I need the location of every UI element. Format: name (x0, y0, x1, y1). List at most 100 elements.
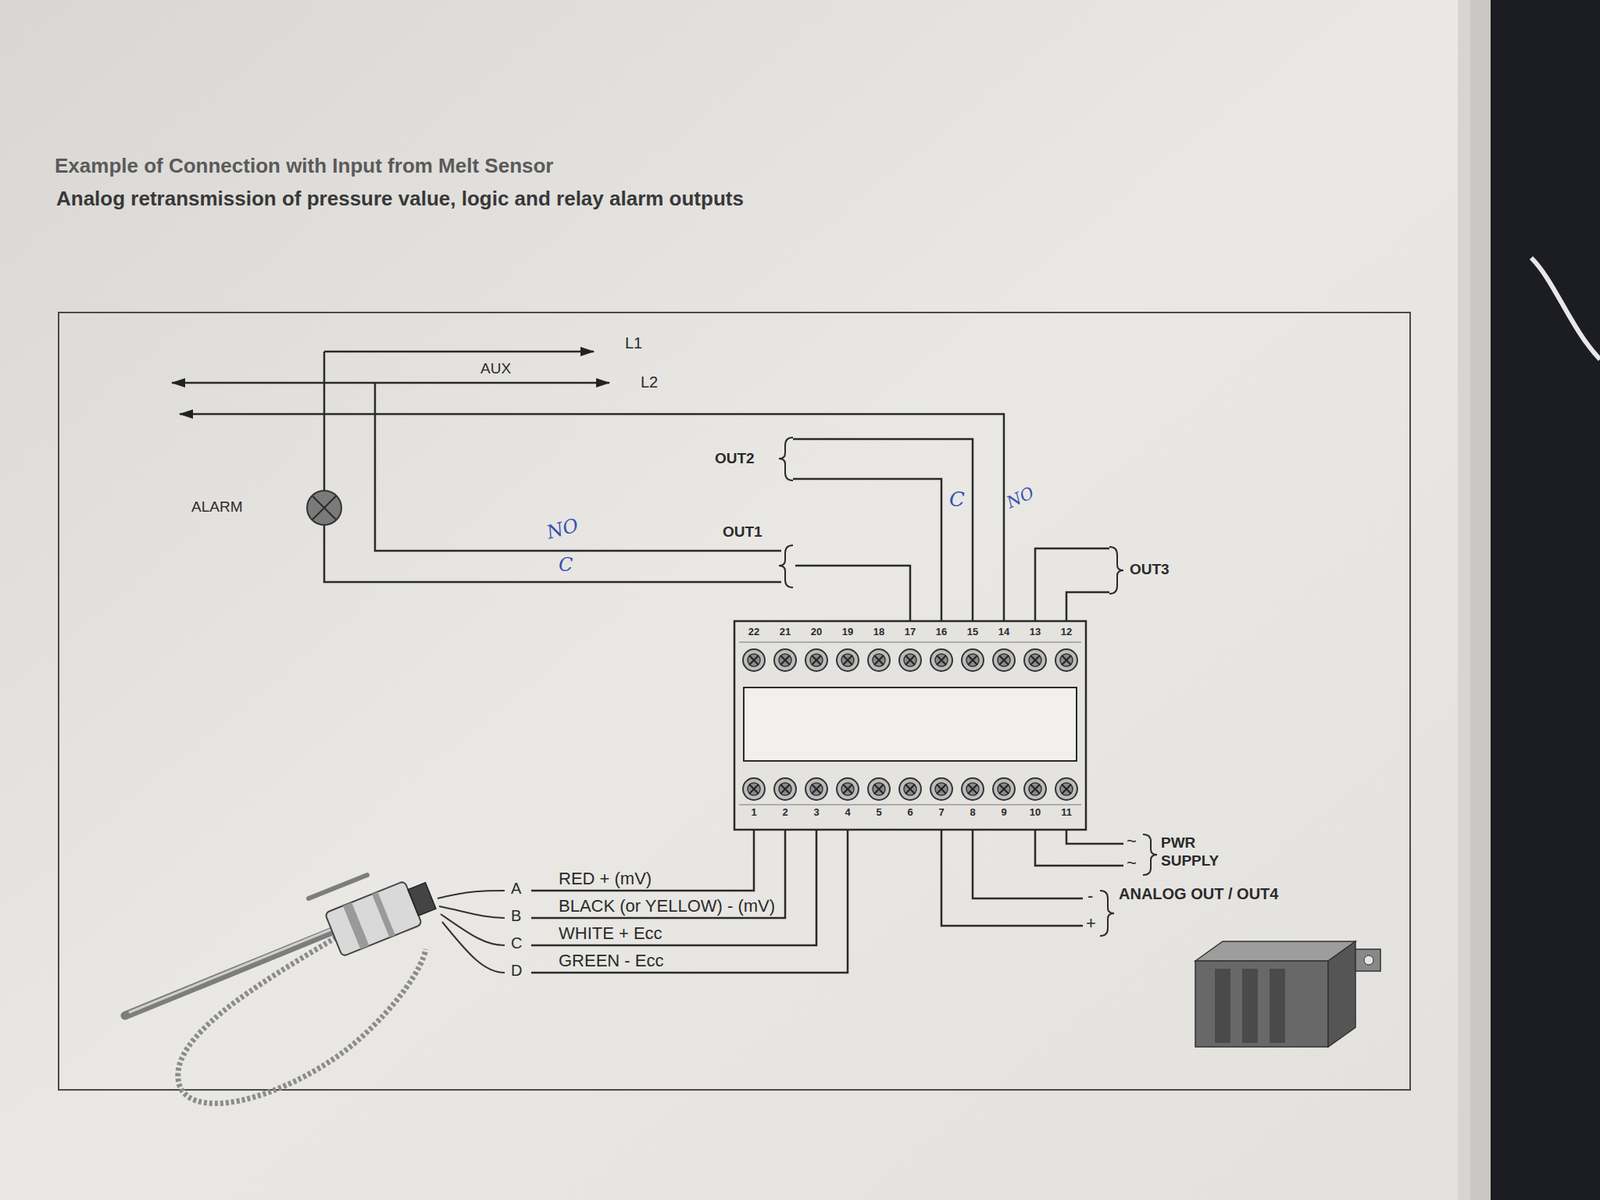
out2-wire (792, 439, 973, 622)
analog-bracket (1100, 890, 1115, 936)
terminal-number: 3 (813, 807, 819, 819)
output-name: OUT3 (1129, 560, 1170, 579)
terminal-screw (1055, 649, 1078, 672)
handwritten-note: NO (1003, 483, 1037, 513)
terminal-screw (742, 778, 765, 800)
terminal-screw (1024, 778, 1047, 800)
relay-illustration (1195, 941, 1381, 1047)
terminal-screw (899, 778, 922, 800)
terminal-number: 4 (844, 807, 850, 819)
power-wire (1066, 829, 1124, 844)
sensor-lead (440, 914, 505, 946)
terminal-screw (774, 778, 797, 800)
sensor-body (325, 874, 440, 958)
terminal-number: 13 (1029, 626, 1041, 639)
aux-load-wire (179, 414, 1004, 622)
analog-wire (941, 829, 1083, 926)
wire-color-label: WHITE + Ecc (558, 923, 663, 943)
terminal-block-window (743, 687, 1077, 761)
out1-bracket (778, 545, 793, 588)
terminal-screw (961, 778, 984, 800)
wire-letter: C (510, 934, 522, 953)
terminal-number: 12 (1060, 626, 1072, 639)
sensor-leads (437, 890, 505, 973)
out2-wire (792, 478, 942, 622)
sensor-band (342, 902, 370, 950)
sensor-connector (407, 882, 436, 916)
output-name: OUT1 (722, 523, 763, 541)
relay-mount-hole (1364, 955, 1374, 965)
terminal-row-line (739, 642, 1082, 643)
terminal-number: 11 (1060, 807, 1072, 819)
page-stack-edge (1457, 0, 1471, 1200)
wire-letter: A (510, 879, 522, 898)
terminal-number: 16 (935, 626, 947, 639)
wires (171, 351, 1124, 973)
relay-rib (1269, 968, 1286, 1043)
terminal-number: 15 (967, 626, 979, 639)
wire-letter: D (510, 961, 522, 980)
analog-output-label: ANALOG OUT / OUT4 (1118, 885, 1279, 904)
terminal-screw (805, 778, 828, 800)
title: Example of Connection with Input from Me… (54, 154, 554, 179)
terminal-screw (1024, 649, 1047, 672)
sensor-rod (125, 929, 336, 1016)
capillary-cable (178, 937, 426, 1104)
lamp-cross (312, 496, 336, 520)
lamp-symbol (307, 490, 342, 525)
terminal-number: 17 (904, 626, 916, 639)
alarm-wire (375, 382, 782, 551)
terminal-number: 22 (748, 626, 760, 639)
wire-color-label: RED + (mV) (558, 868, 652, 889)
power-wire (1035, 829, 1124, 866)
sensor-wire (531, 829, 754, 891)
sensor-wire (531, 829, 848, 973)
terminal-screw (1055, 778, 1078, 800)
cable-in-background (1531, 257, 1600, 360)
sensor-rod-highlight (128, 928, 335, 1013)
out1-wire (795, 565, 911, 622)
wire-color-label: BLACK (or YELLOW) - (mV) (558, 896, 775, 916)
terminal-screw (805, 649, 828, 672)
terminal-number: 21 (779, 626, 791, 639)
terminal-screw (930, 778, 953, 800)
power-bracket (1142, 834, 1158, 875)
alarm-wire (323, 351, 326, 491)
terminal-number: 20 (810, 626, 822, 639)
terminal-screw (867, 649, 890, 672)
relay-rib (1214, 968, 1231, 1043)
line-name: L1 (625, 334, 643, 353)
melt-sensor-illustration (125, 874, 505, 1104)
line-name: L2 (640, 373, 658, 392)
terminal-number: 1 (750, 807, 757, 819)
terminal-screw (867, 778, 890, 800)
polarity-sign: + (1085, 913, 1097, 933)
terminal-screw (836, 649, 859, 672)
page-stack-edge (1468, 0, 1491, 1200)
wire-color-label: GREEN - Ecc (558, 950, 664, 971)
terminal-screw (930, 649, 953, 672)
sensor-lead (442, 921, 505, 973)
terminal-number: 6 (907, 807, 913, 819)
terminal-screw (992, 649, 1015, 672)
power-supply-label: PWR SUPPLY (1160, 834, 1219, 871)
terminal-number: 2 (782, 807, 788, 819)
handwritten-note: NO (544, 514, 581, 544)
relay-mount-tab (1355, 949, 1381, 972)
output-name: OUT2 (714, 450, 755, 468)
terminal-screw (836, 778, 859, 800)
polarity-sign: - (1087, 885, 1093, 906)
terminal-screw (899, 649, 922, 672)
sensor-wire (531, 829, 817, 946)
handwritten-note: C (949, 488, 965, 512)
terminal-screw (774, 649, 797, 672)
relay-rib (1242, 968, 1258, 1043)
paper-sheet (0, 0, 1458, 1200)
terminal-number: 8 (969, 807, 975, 819)
terminal-screw (992, 778, 1015, 800)
out2-bracket (778, 437, 793, 481)
alarm-label: ALARM (191, 498, 243, 516)
terminal-number: 7 (938, 807, 944, 819)
